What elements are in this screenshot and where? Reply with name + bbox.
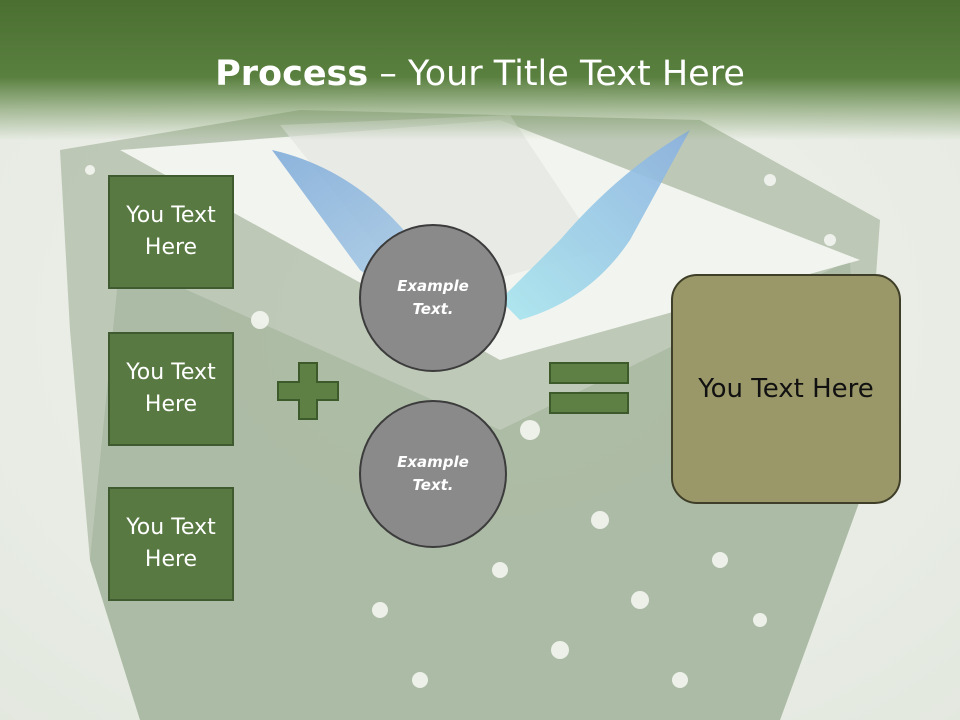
text-box-3[interactable]: You Text Here — [108, 487, 234, 601]
plus-sign-icon — [277, 362, 339, 420]
text-box-2[interactable]: You Text Here — [108, 332, 234, 446]
title-bold-part: Process — [215, 54, 369, 94]
example-circle-2-text: Example Text. — [397, 453, 469, 494]
example-circle-2[interactable]: Example Text. — [359, 400, 507, 548]
example-circle-1-text: Example Text. — [397, 277, 469, 318]
example-circle-1[interactable]: Example Text. — [359, 224, 507, 372]
equals-sign-icon — [549, 362, 629, 414]
title-header-band — [0, 0, 960, 140]
title-rest-part: – Your Title Text Here — [368, 54, 745, 94]
slide-title[interactable]: Process – Your Title Text Here — [0, 52, 960, 96]
result-box[interactable]: You Text Here — [671, 274, 901, 504]
text-box-1[interactable]: You Text Here — [108, 175, 234, 289]
